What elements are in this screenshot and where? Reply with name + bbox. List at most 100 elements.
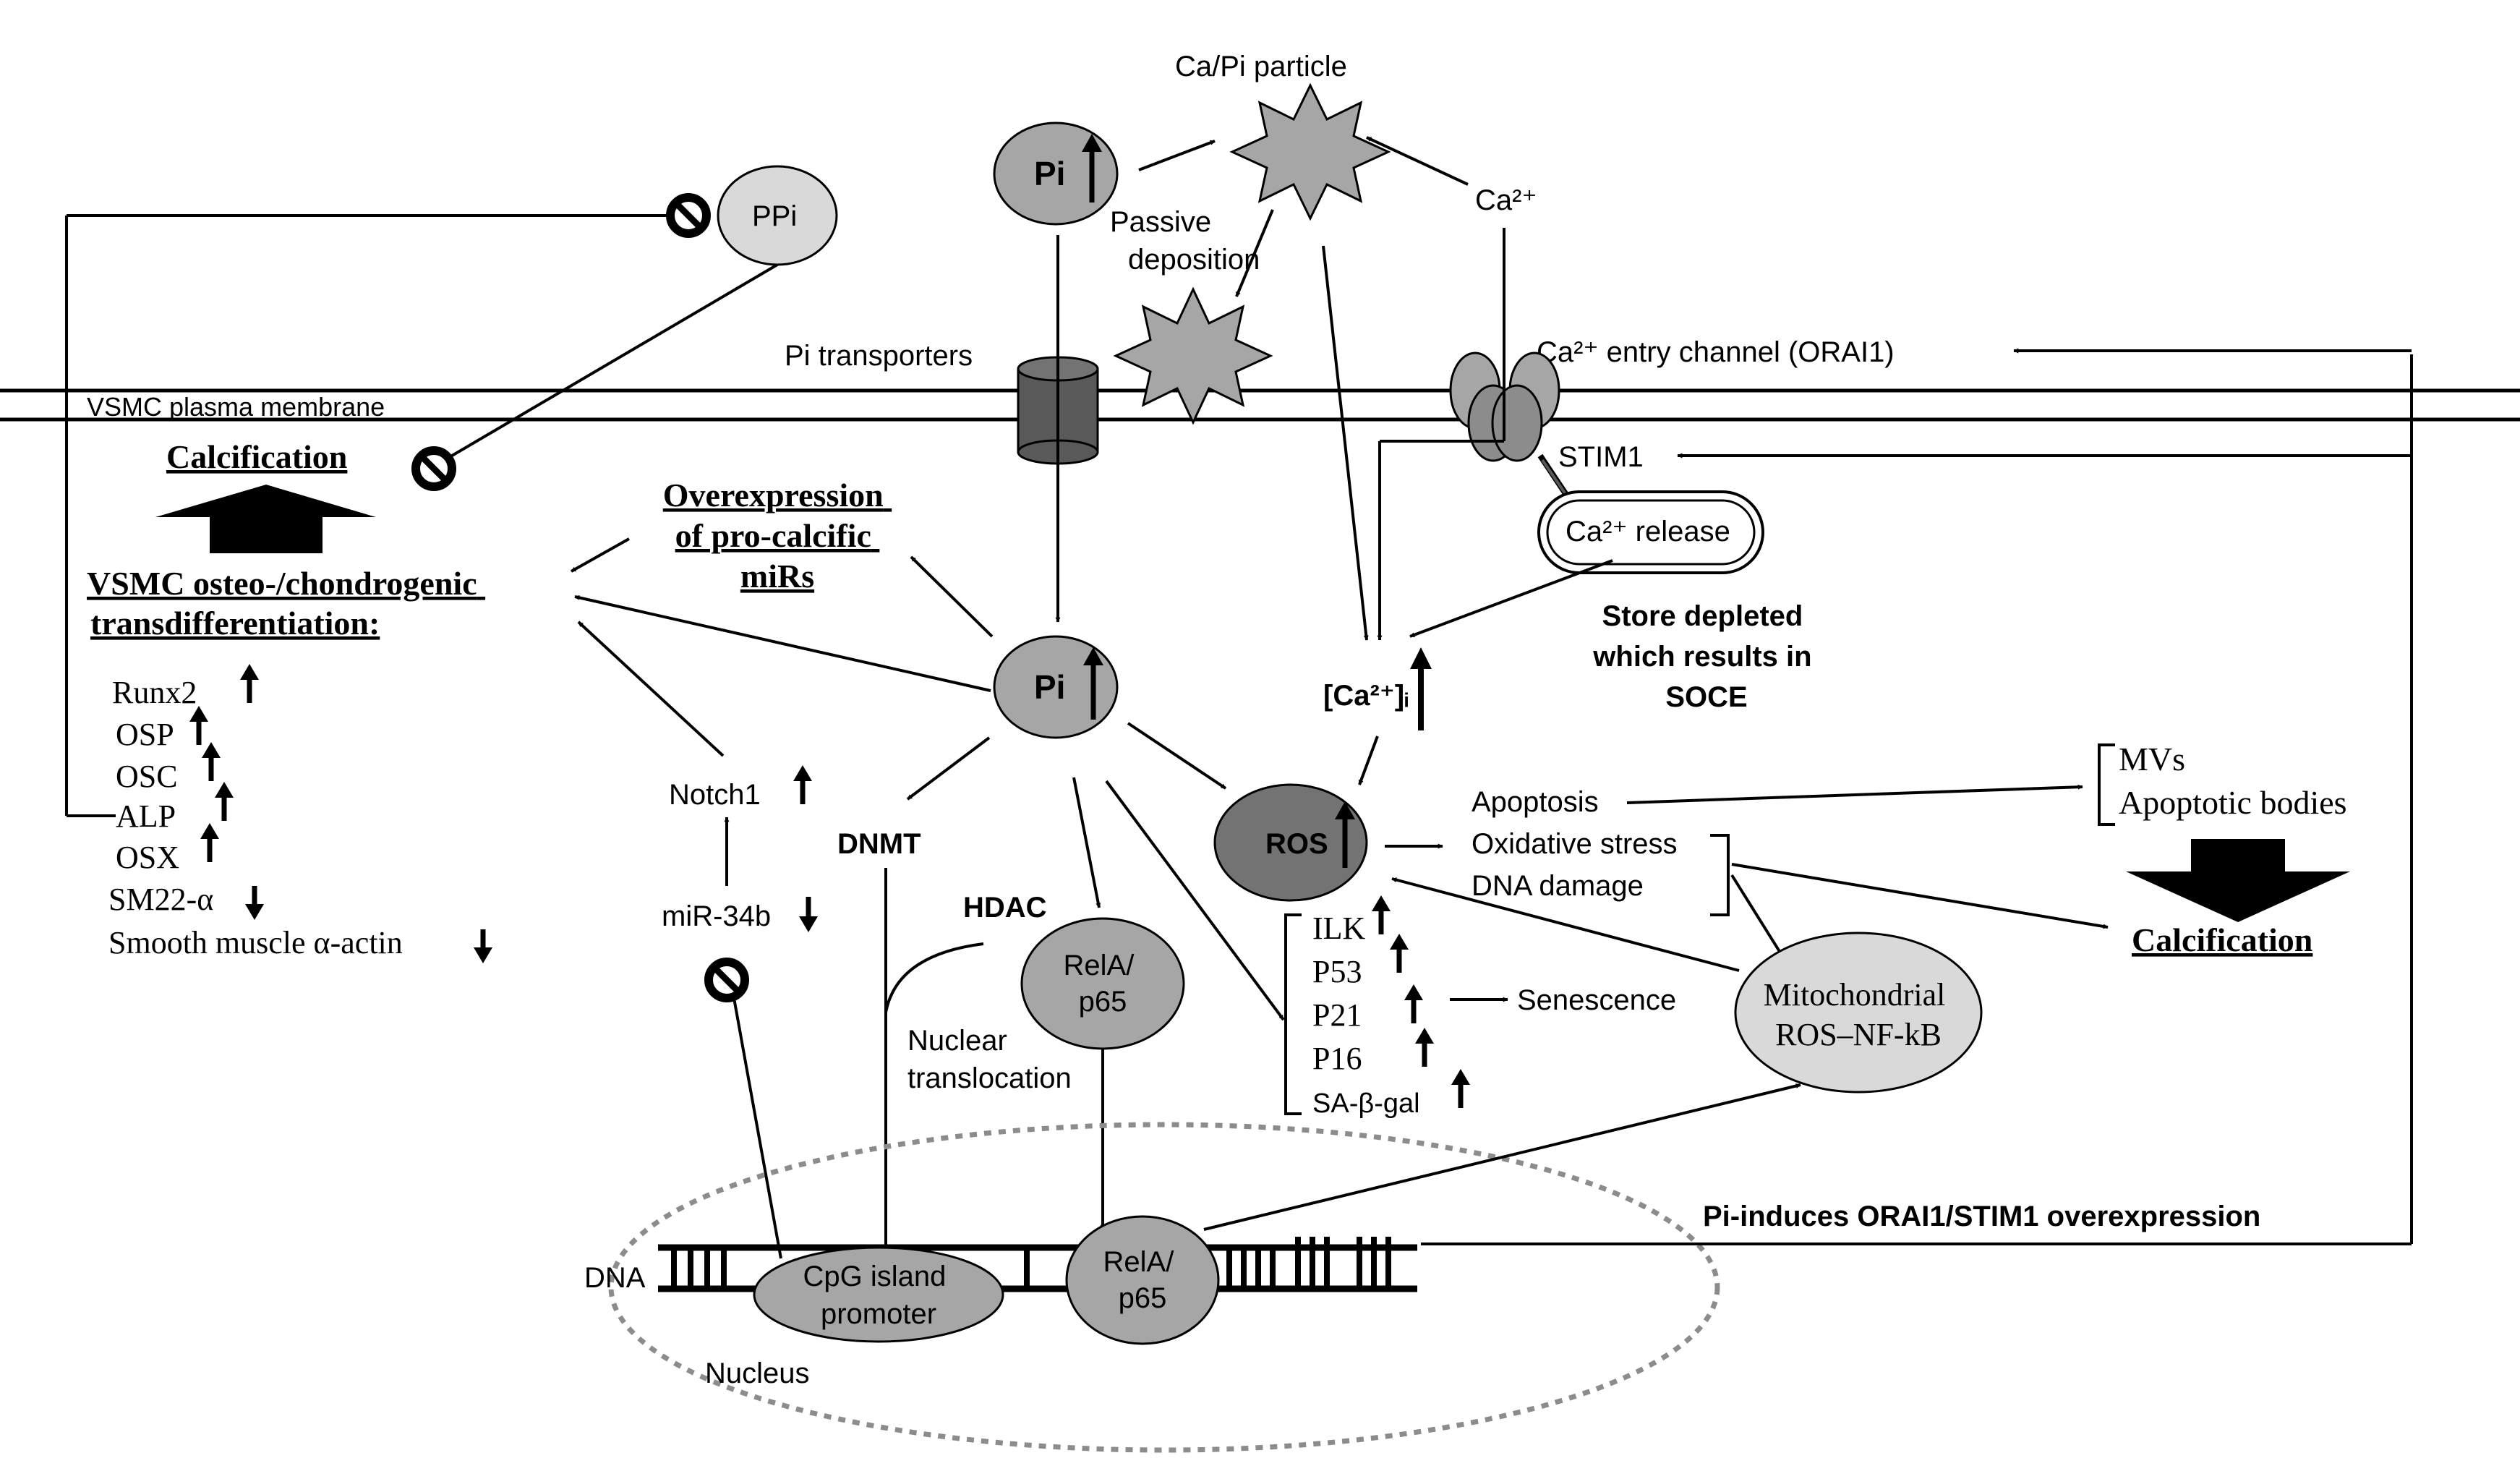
notch1-label: Notch1 (669, 779, 761, 811)
ca-pi-particle-label: Ca/Pi particle (1175, 51, 1347, 82)
dna-label: DNA (584, 1262, 646, 1294)
ca-release-label: Ca²⁺ release (1566, 516, 1730, 547)
sen-marker-p16: P16 (1312, 1041, 1362, 1076)
nuclear-translocation-label: Nuclear translocation (907, 1025, 1072, 1094)
ca-pi-particle-star-top (1229, 82, 1391, 221)
rela-cyto-label: RelA/ p65 (1064, 950, 1142, 1018)
store-depleted-label: Store depleted which results in SOCE (1592, 600, 1819, 713)
arrow-up-icon (189, 706, 208, 745)
arrow-ca-i-to-ros (1358, 736, 1379, 785)
cpg-ellipse (753, 1246, 1004, 1343)
arrow-pi-to-mirs (910, 555, 994, 638)
arrow-rela-to-mito (1203, 1083, 1801, 1231)
sen-marker-p53: P53 (1312, 954, 1362, 989)
arrow-down-icon (799, 897, 818, 932)
rela-nuc-ellipse (1065, 1215, 1220, 1345)
arrow-mirs-to-vsmc (571, 537, 630, 573)
marker-alp: ALP (116, 798, 176, 834)
ros-label: ROS (1265, 828, 1328, 860)
senescence-label: Senescence (1517, 984, 1676, 1016)
arrow-up-icon (202, 742, 221, 781)
mvs-label: MVs (2119, 741, 2185, 777)
overexpression-label: Overexpression of pro-calcific miRs (663, 477, 892, 594)
arrow-pi-to-dnmt (906, 736, 991, 801)
calcification-arrowhead (155, 485, 376, 517)
arrow-up-icon (1082, 134, 1102, 203)
rela-nuc-label: RelA/ p65 (1103, 1246, 1182, 1314)
sen-marker-p21: P21 (1312, 997, 1362, 1033)
mito-label: Mitochondrial ROS–NF-kB (1764, 977, 1954, 1052)
sen-marker-ilk: ILK (1312, 911, 1366, 946)
arrow-particle-to-ca-i (1322, 245, 1369, 641)
arrow-down-icon (245, 886, 264, 920)
arrow-up-icon (1415, 1028, 1434, 1067)
arrow-oxidative-to-mito (1730, 874, 1784, 958)
arrow-oxidative-to-calcification (1731, 863, 2109, 929)
passive-deposition-label: Passive deposition (1110, 206, 1260, 276)
arrow-particle-to-deposition (1235, 209, 1274, 297)
arrow-up-icon (1083, 647, 1103, 720)
hdac-label: HDAC (963, 892, 1047, 924)
apoptosis-label: Apoptosis (1472, 786, 1599, 818)
inhibit-icon (704, 958, 749, 1002)
nucleus-boundary (608, 1122, 1720, 1453)
pi-center-label: Pi (1034, 668, 1065, 706)
calcification-right-label: Calcification (2132, 921, 2312, 958)
membrane-label: VSMC plasma membrane (87, 392, 385, 422)
hdac-connector (884, 942, 984, 1013)
sen-marker-sa-b-gal: SA-β-gal (1312, 1088, 1420, 1119)
rela-cyto-ellipse (1020, 917, 1185, 1050)
nucleus-label: Nucleus (705, 1357, 810, 1389)
pi-transporters-label: Pi transporters (785, 340, 973, 372)
arrow-pi-to-vsmc (574, 594, 991, 692)
arrow-release-to-ca-i (1409, 559, 1613, 638)
pi-orai-label: Pi-induces ORAI1/STIM1 overexpression (1703, 1201, 2260, 1232)
dnmt-label: DNMT (837, 828, 921, 860)
marker-osx: OSX (116, 840, 179, 875)
arrow-up-icon (1372, 895, 1391, 934)
marker-sm22a: SM22-α (108, 882, 213, 917)
apoptotic-bodies-label: Apoptotic bodies (2119, 784, 2347, 821)
arrow-up-icon (793, 765, 812, 804)
arrow-up-icon (240, 664, 259, 703)
arrow-up-icon (1390, 934, 1409, 973)
marker-smooth-muscle-actin: Smooth muscle α-actin (108, 925, 403, 960)
arrow-pi-to-particle (1138, 140, 1216, 171)
arrow-apoptosis-to-mvs (1626, 784, 2083, 804)
marker-osc: OSC (116, 759, 178, 794)
ca-pi-particle-star-lower (1113, 286, 1273, 425)
arrow-up-icon (1451, 1069, 1470, 1108)
dna-damage-label: DNA damage (1472, 870, 1644, 902)
arrow-pi-to-ros (1127, 722, 1227, 790)
arrow-up-icon (200, 823, 219, 862)
mito-ellipse (1734, 932, 1983, 1094)
oxidative-stress-label: Oxidative stress (1472, 828, 1678, 860)
ca-release-inner (1546, 499, 1756, 566)
marker-runx2: Runx2 (112, 675, 197, 710)
ca2-top-label: Ca²⁺ (1475, 184, 1537, 216)
ca-intracellular-label: [Ca²⁺]ᵢ (1323, 680, 1409, 712)
inhibit-icon (666, 193, 711, 238)
calcification-right-arrowhead (2126, 871, 2350, 922)
arrow-down-icon (474, 929, 492, 963)
arrow-up-icon (1410, 647, 1432, 730)
arrow-pi-to-senescence (1105, 780, 1285, 1021)
vsmc-trans-label: VSMC osteo-/chondrogenic transdifferenti… (87, 565, 485, 642)
arrow-up-icon (1335, 801, 1355, 868)
ppi-label: PPi (752, 200, 797, 232)
ros-ellipse (1213, 783, 1368, 902)
inhibit-icon (411, 446, 456, 491)
arrow-mito-to-ros (1391, 877, 1740, 972)
dna-base-pairs (671, 1237, 1391, 1289)
orai1-label: Ca²⁺ entry channel (ORAI1) (1537, 336, 1895, 368)
arrow-notch1-to-vsmc (577, 621, 725, 757)
stim1-label: STIM1 (1558, 441, 1644, 473)
arrow-up-icon (1404, 984, 1423, 1023)
marker-osp: OSP (116, 717, 174, 752)
arrow-up-icon (215, 782, 234, 821)
pi-top-label: Pi (1034, 155, 1065, 192)
arrow-ca-to-particle (1366, 136, 1469, 186)
mir34b-label: miR-34b (662, 900, 771, 932)
